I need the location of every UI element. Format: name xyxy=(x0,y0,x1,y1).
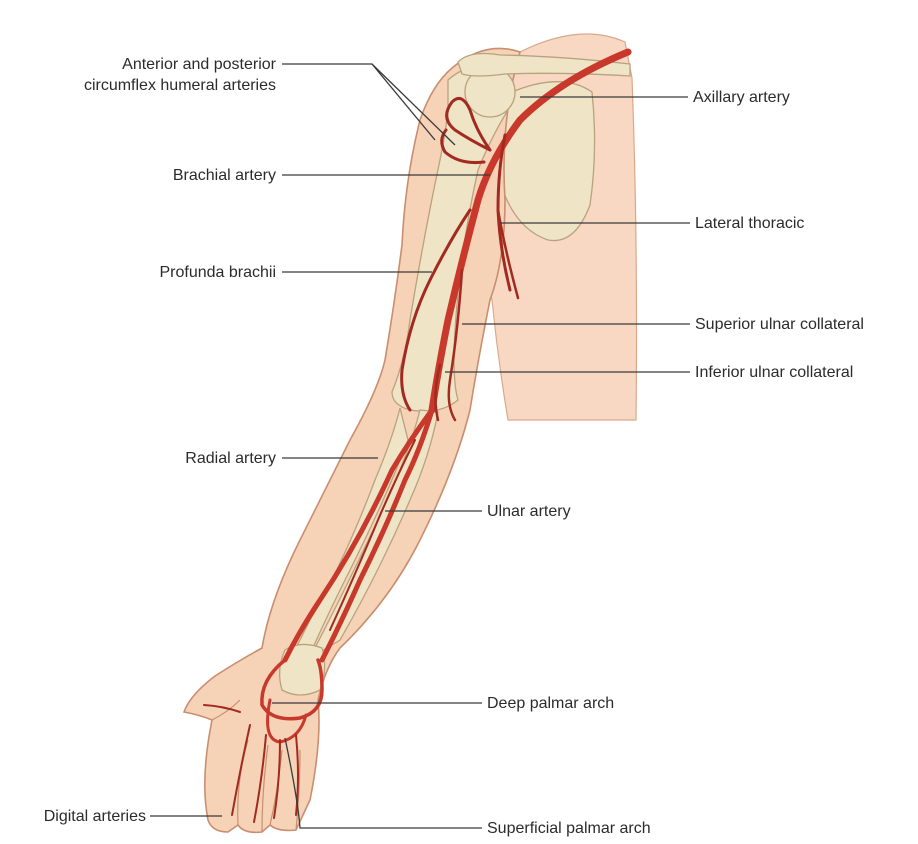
label-superficial-palmar-arch: Superficial palmar arch xyxy=(487,819,651,838)
label-radial-artery: Radial artery xyxy=(185,449,276,468)
label-circumflex-line2: circumflex humeral arteries xyxy=(84,76,276,95)
label-axillary-artery: Axillary artery xyxy=(693,88,790,107)
label-profunda-brachii: Profunda brachii xyxy=(159,263,276,282)
label-lateral-thoracic: Lateral thoracic xyxy=(695,214,804,233)
label-circumflex-line1: Anterior and posterior xyxy=(122,55,276,74)
label-ulnar-artery: Ulnar artery xyxy=(487,502,571,521)
label-superior-ulnar-collateral: Superior ulnar collateral xyxy=(695,315,864,334)
label-inferior-ulnar-collateral: Inferior ulnar collateral xyxy=(695,363,853,382)
label-brachial-artery: Brachial artery xyxy=(173,166,276,185)
label-deep-palmar-arch: Deep palmar arch xyxy=(487,694,614,713)
label-digital-arteries: Digital arteries xyxy=(44,807,146,826)
